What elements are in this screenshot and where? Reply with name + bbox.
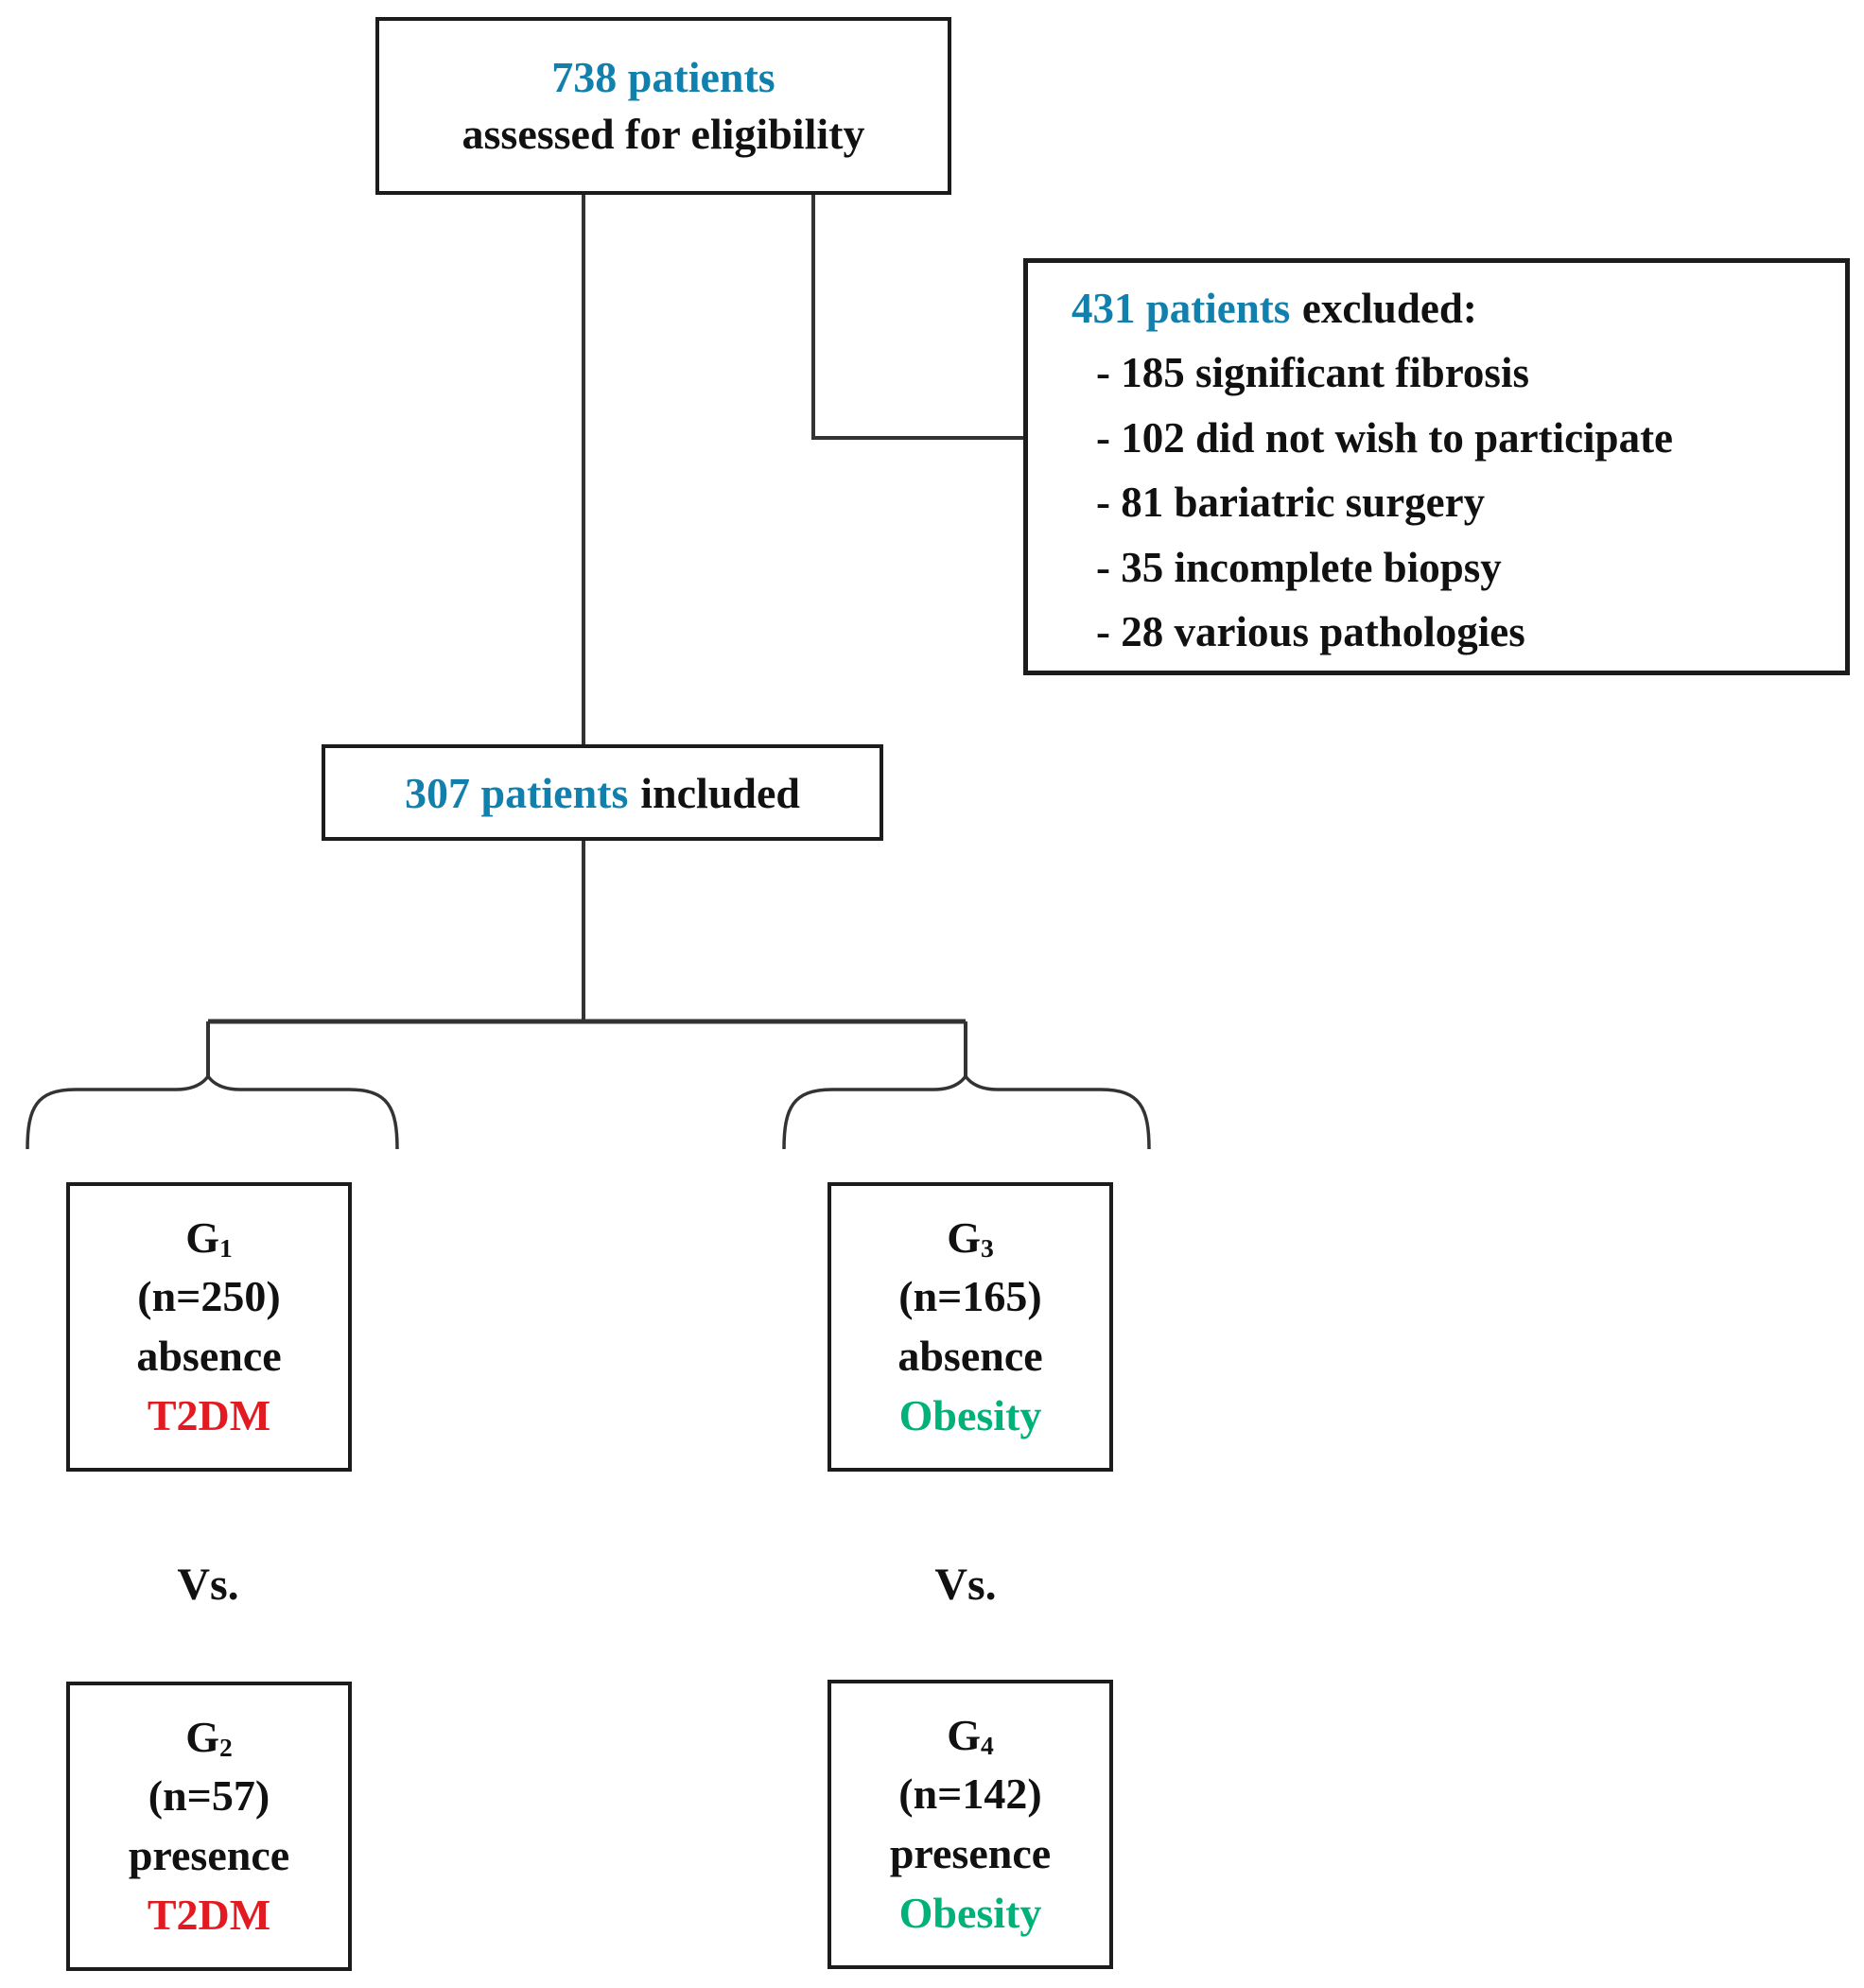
excluded-item: - 35 incomplete biopsy [1096,543,1502,591]
eligibility-box: 738 patients assessed for eligibility [375,17,951,195]
eligibility-count: 738 patients [551,53,775,102]
excluded-item: - 102 did not wish to participate [1096,413,1674,462]
vs-label-right: Vs. [934,1560,997,1610]
group-box-g1: G1 (n=250) absence T2DM [66,1182,352,1472]
brace-left [26,1072,399,1150]
group-status: presence [128,1831,290,1879]
excluded-item: - 81 bariatric surgery [1096,479,1486,527]
excluded-item: - 28 various pathologies [1096,607,1525,655]
line-eligibility-to-excluded [811,194,1023,440]
group-condition: T2DM [147,1890,271,1939]
group-id: G3 [947,1212,994,1264]
excluded-title-label: excluded: [1301,285,1477,332]
group-n: (n=142) [898,1770,1042,1819]
group-box-g4: G4 (n=142) presence Obesity [827,1680,1113,1969]
group-n: (n=57) [148,1771,270,1821]
group-condition: Obesity [898,1888,1042,1937]
group-id: G4 [947,1710,994,1761]
eligibility-label: assessed for eligibility [462,110,865,158]
group-box-g3: G3 (n=165) absence Obesity [827,1182,1113,1472]
group-id-subscript: 4 [980,1731,994,1761]
group-condition: T2DM [147,1390,271,1439]
excluded-count: 431 patients [1071,285,1291,332]
group-n: (n=250) [137,1272,281,1321]
included-count: 307 patients [404,768,629,817]
excluded-item: - 185 significant fibrosis [1096,349,1529,397]
group-id: G1 [185,1212,233,1264]
group-id-subscript: 3 [980,1233,994,1264]
group-condition: Obesity [898,1390,1042,1439]
group-status: presence [889,1829,1052,1877]
group-id: G2 [185,1712,233,1763]
group-box-g2: G2 (n=57) presence T2DM [66,1682,352,1971]
brace-right [782,1072,1151,1150]
included-label: included [640,768,800,817]
group-id-subscript: 2 [218,1733,233,1763]
group-n: (n=165) [898,1272,1042,1321]
group-status: absence [897,1332,1043,1380]
group-id-subscript: 1 [218,1233,233,1264]
group-status: absence [136,1332,282,1380]
vs-label-left: Vs. [177,1560,239,1610]
